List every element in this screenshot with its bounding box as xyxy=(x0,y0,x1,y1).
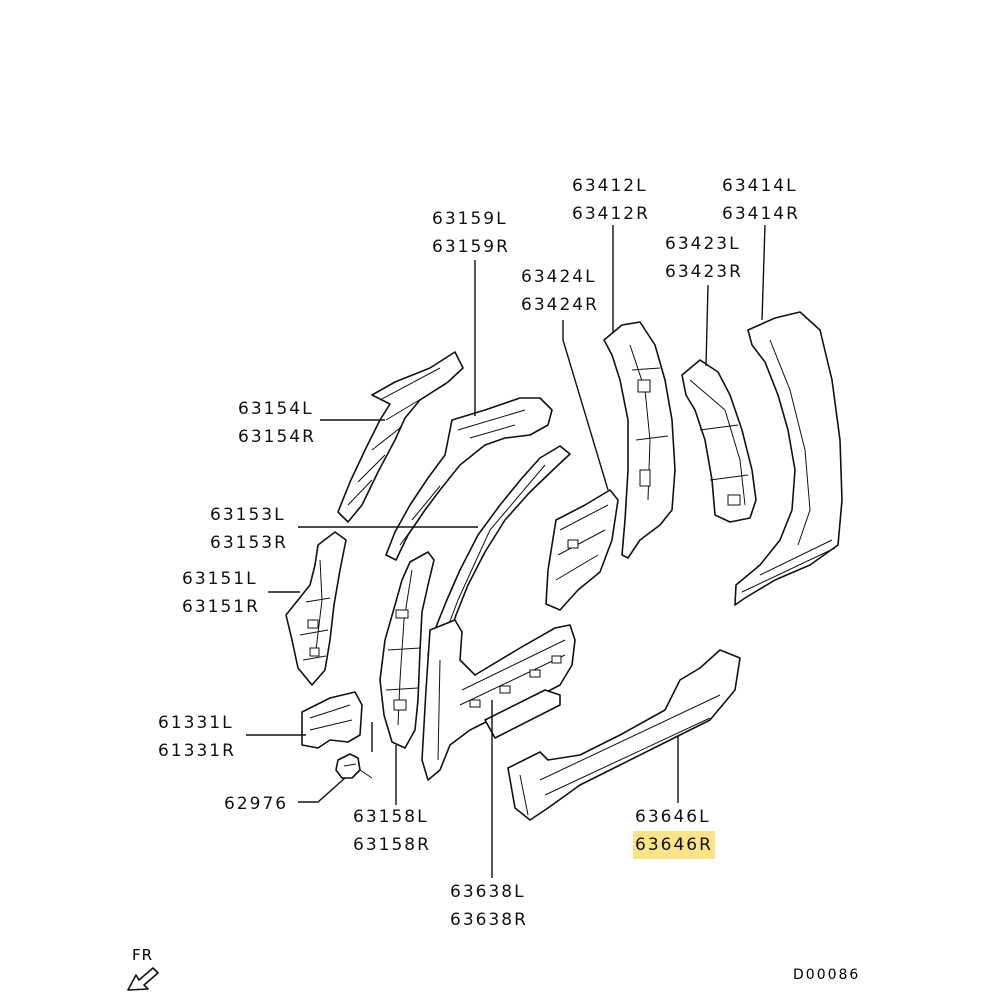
part-63151[interactable] xyxy=(285,531,347,686)
leader-62976 xyxy=(298,777,346,803)
part-63412[interactable] xyxy=(603,321,676,559)
part-63424[interactable] xyxy=(545,489,619,611)
leader-63423 xyxy=(705,284,709,367)
part-63646[interactable] xyxy=(507,649,741,821)
part-63423[interactable] xyxy=(681,359,757,523)
part-63638[interactable] xyxy=(421,619,576,781)
diagram-code: D00086 xyxy=(793,967,861,983)
part-63414[interactable] xyxy=(734,311,843,606)
label-62976[interactable]: 62976 xyxy=(224,794,289,814)
part-63158[interactable] xyxy=(379,551,435,749)
part-62976-bolt[interactable] xyxy=(335,753,373,779)
highlighted-part-number: 63646R xyxy=(633,831,715,859)
leader-lines xyxy=(246,224,766,878)
fr-arrow-icon xyxy=(127,967,159,991)
part-61331[interactable] xyxy=(301,691,363,749)
leader-63414 xyxy=(761,224,766,321)
part-63159[interactable] xyxy=(385,397,553,561)
front-indicator-label: FR xyxy=(132,946,154,964)
leader-63424 xyxy=(562,320,609,491)
part-63154[interactable] xyxy=(337,351,464,523)
